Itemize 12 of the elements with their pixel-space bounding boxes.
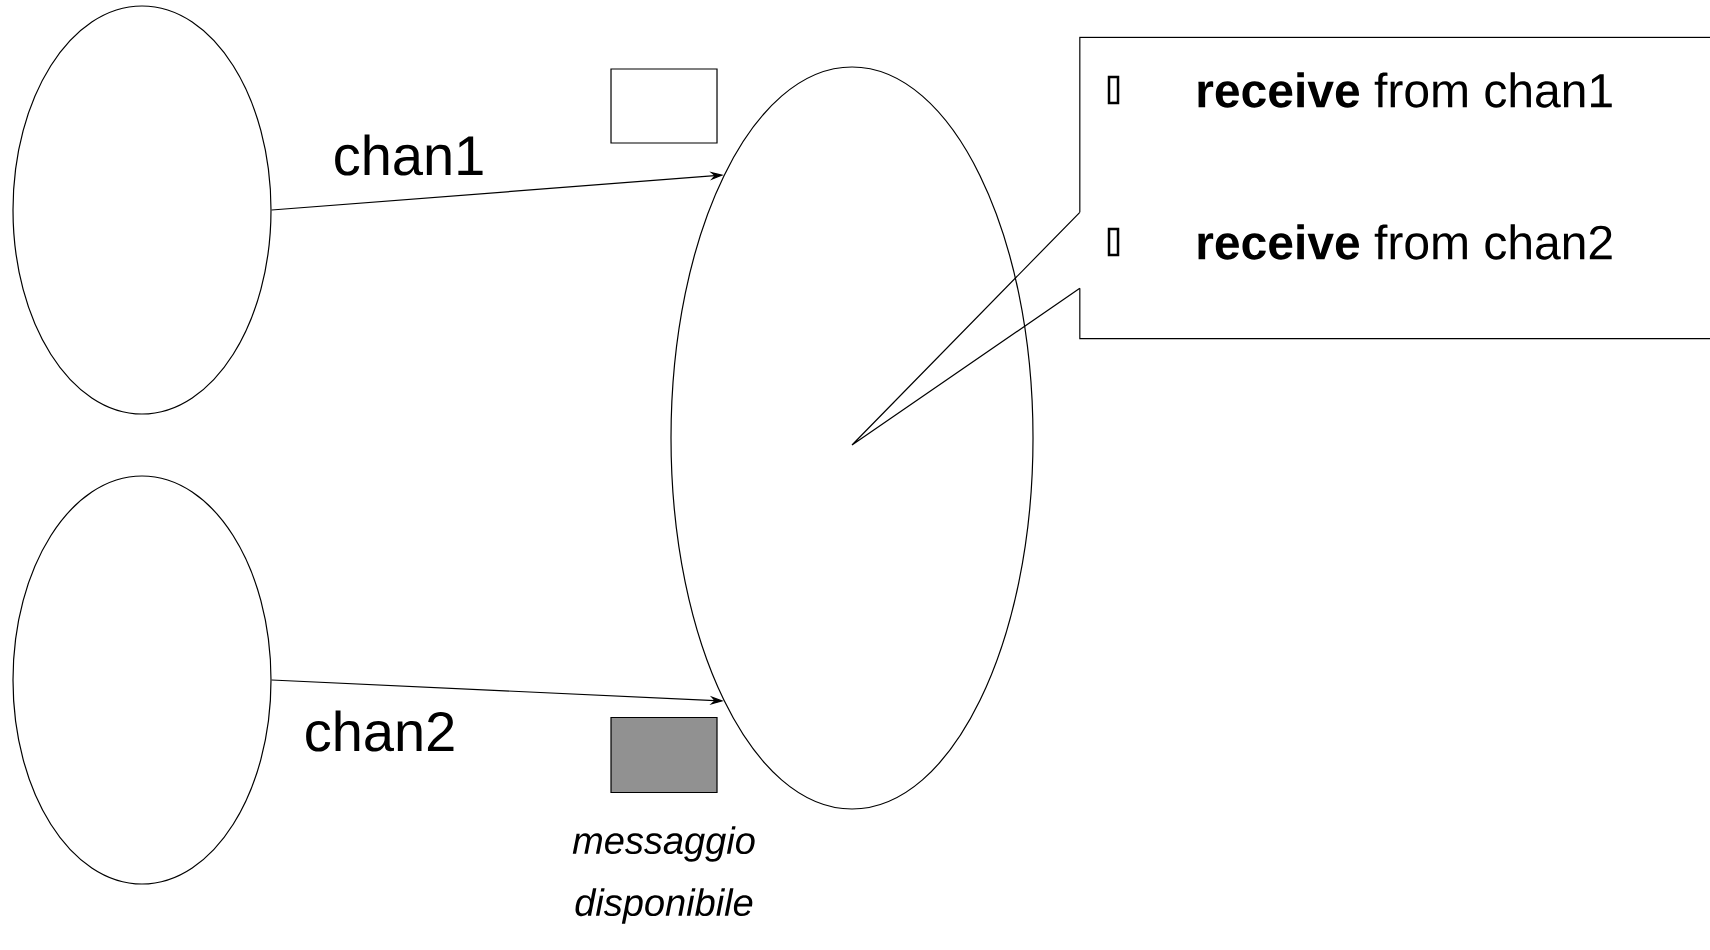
leader-line: [851, 211, 1081, 446]
process-ellipse: [12, 475, 272, 885]
message-box: [610, 68, 718, 144]
edge-label: chan1: [331, 133, 487, 177]
edge-label: chan2: [302, 709, 458, 753]
process-ellipse: [670, 66, 1034, 810]
process-ellipse: [12, 5, 272, 415]
callout-box: [1079, 36, 1710, 340]
message-box: [610, 716, 718, 794]
node-label: messaggio disponibile: [572, 826, 755, 924]
list-item: receive from chan1: [1198, 72, 1612, 108]
list-item: receive from chan2: [1198, 224, 1612, 260]
